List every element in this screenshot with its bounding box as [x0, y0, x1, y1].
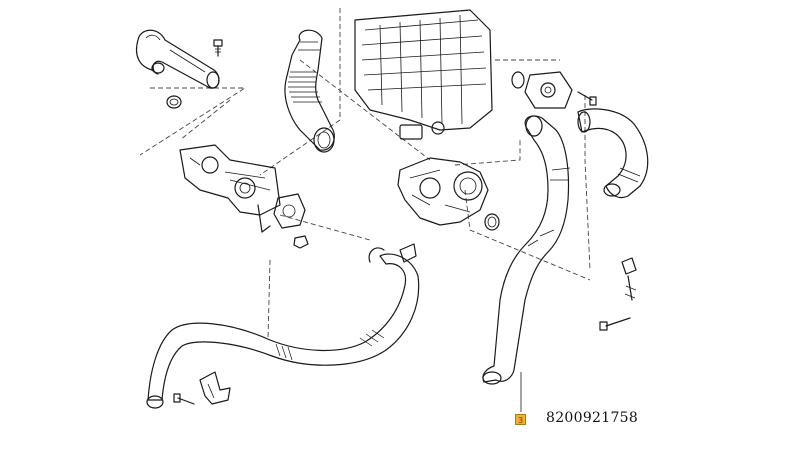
intake-manifold[interactable]: [354, 9, 493, 140]
coolant-pipe-lower[interactable]: [146, 243, 420, 409]
coolant-hose-main[interactable]: [482, 115, 571, 385]
bolt-top-left: [213, 39, 223, 57]
callout-marker-badge[interactable]: 3: [515, 414, 526, 425]
o-ring-right: [511, 71, 525, 89]
o-ring-seal: [166, 95, 182, 109]
bolt-right-top: [577, 91, 597, 106]
air-intake-duct[interactable]: [284, 29, 335, 153]
mounting-bracket[interactable]: [199, 371, 231, 405]
part-number-label: 8200921758: [546, 410, 639, 426]
elbow-pipe-top-left[interactable]: [135, 29, 220, 89]
hose-upper-right[interactable]: [577, 108, 649, 199]
clip-right: [621, 257, 637, 301]
bolt-right-lower: [599, 317, 631, 331]
assembly-leader-lines: [139, 8, 591, 341]
thermostat-housing[interactable]: [524, 71, 573, 109]
nut-small: [293, 235, 309, 249]
turbocharger[interactable]: [397, 157, 489, 226]
egr-valve[interactable]: [179, 144, 281, 233]
o-ring-center: [484, 213, 500, 231]
bolt-bracket: [173, 393, 195, 405]
gasket-flange: [273, 193, 306, 229]
